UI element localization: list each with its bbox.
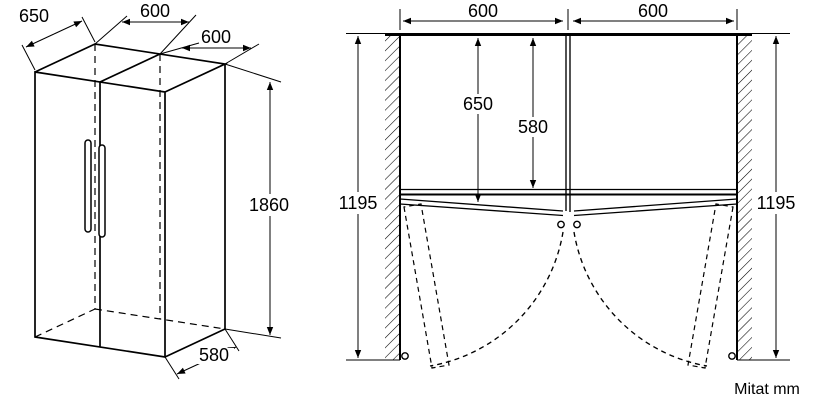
plan-handle-right-closed-icon xyxy=(573,220,581,229)
plan-open-door-right xyxy=(687,203,734,369)
iso-hidden-edges xyxy=(34,44,226,338)
plan-depth-body-label: 580 xyxy=(518,117,548,137)
iso-door-handle-right-icon xyxy=(98,144,106,238)
plan-doors-closed xyxy=(399,198,738,217)
plan-clearance-left-label: 1195 xyxy=(339,193,378,213)
units-note: Mitat mm xyxy=(734,381,800,398)
iso-depth-top-extensions xyxy=(21,16,96,71)
iso-width-right-label: 600 xyxy=(201,27,231,47)
iso-height-label: 1860 xyxy=(249,195,289,215)
iso-depth-top-label: 650 xyxy=(19,6,49,26)
iso-depth-top-arrow2 xyxy=(53,20,83,35)
iso-width-right-extensions xyxy=(159,42,260,65)
plan-open-door-left xyxy=(403,203,450,369)
plan-door-swing-arc-right xyxy=(573,231,708,367)
plan-center-divider xyxy=(565,36,571,212)
iso-width-left-label: 600 xyxy=(140,1,170,21)
plan-wall-left-hatch xyxy=(385,33,400,360)
plan-clearance-right-label: 1195 xyxy=(757,193,796,213)
iso-height-extensions xyxy=(224,63,282,339)
plan-clearance-right-ticks xyxy=(737,33,790,361)
iso-door-handle-left-icon xyxy=(84,139,92,233)
iso-depth-bottom-label: 580 xyxy=(199,345,229,365)
plan-width-left-label: 600 xyxy=(468,1,498,21)
iso-view: 650 600 600 1860 580 xyxy=(19,1,289,380)
iso-depth-bottom-label-bg xyxy=(194,348,234,364)
plan-wall-right-hatch xyxy=(737,33,752,360)
plan-width-right-label: 600 xyxy=(638,1,668,21)
plan-view: 600 600 650 580 1195 1195 xyxy=(339,1,796,369)
iso-cabinet-outline xyxy=(34,43,228,358)
plan-handle-right-open-icon xyxy=(728,352,736,360)
plan-door-swing-arc-left xyxy=(429,231,564,367)
plan-depth-door-label: 650 xyxy=(463,94,493,114)
plan-clearance-left-ticks xyxy=(346,33,400,361)
iso-depth-bottom-extensions xyxy=(164,328,240,380)
plan-handle-left-open-icon xyxy=(401,352,409,360)
iso-width-left-extensions xyxy=(94,14,197,55)
plan-width-extensions xyxy=(399,9,738,30)
plan-wall-inner-edges xyxy=(399,33,738,360)
iso-depth-top-arrow xyxy=(25,33,55,48)
plan-handle-left-closed-icon xyxy=(557,220,565,229)
